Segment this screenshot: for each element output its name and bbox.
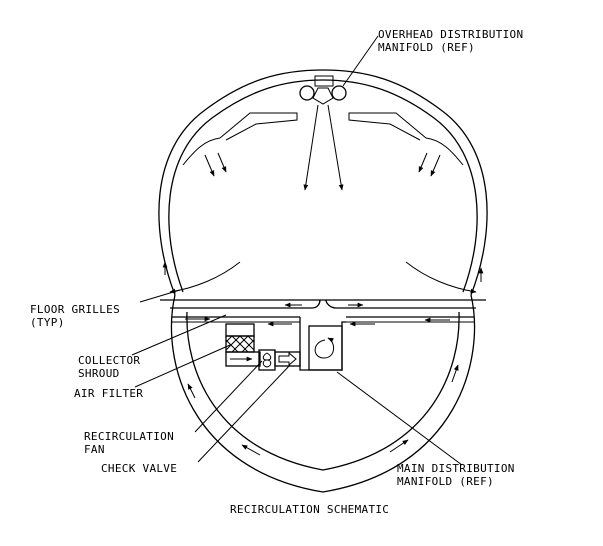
label-main-line2: MANIFOLD (REF) xyxy=(397,475,494,488)
main-distribution-manifold xyxy=(299,317,346,371)
label-floor-grilles-line1: FLOOR GRILLES xyxy=(30,303,120,316)
leader-lines xyxy=(131,35,463,466)
label-main-line1: MAIN DISTRIBUTION xyxy=(397,462,515,475)
label-overhead-line1: OVERHEAD DISTRIBUTION xyxy=(378,28,523,41)
label-overhead-line2: MANIFOLD (REF) xyxy=(378,41,475,54)
cabin-airflow-arrows xyxy=(204,104,441,191)
floor-duct xyxy=(170,299,476,327)
caption: RECIRCULATION SCHEMATIC xyxy=(230,503,389,516)
label-recirc-line2: FAN xyxy=(84,443,105,456)
label-recirc-line1: RECIRCULATION xyxy=(84,430,174,443)
overhead-distribution-manifold xyxy=(299,75,347,105)
sidewall-return-flow xyxy=(162,261,484,294)
label-floor-grilles-line2: (TYP) xyxy=(30,316,65,329)
label-check-valve: CHECK VALVE xyxy=(101,462,177,475)
recirculation-unit xyxy=(225,323,301,371)
label-collector-line2: SHROUD xyxy=(78,367,120,380)
ceiling-panels xyxy=(182,112,464,166)
fuselage-outline xyxy=(158,69,488,493)
label-collector-line1: COLLECTOR xyxy=(78,354,140,367)
label-air-filter: AIR FILTER xyxy=(74,387,143,400)
lower-lobe-airflow xyxy=(187,364,459,456)
